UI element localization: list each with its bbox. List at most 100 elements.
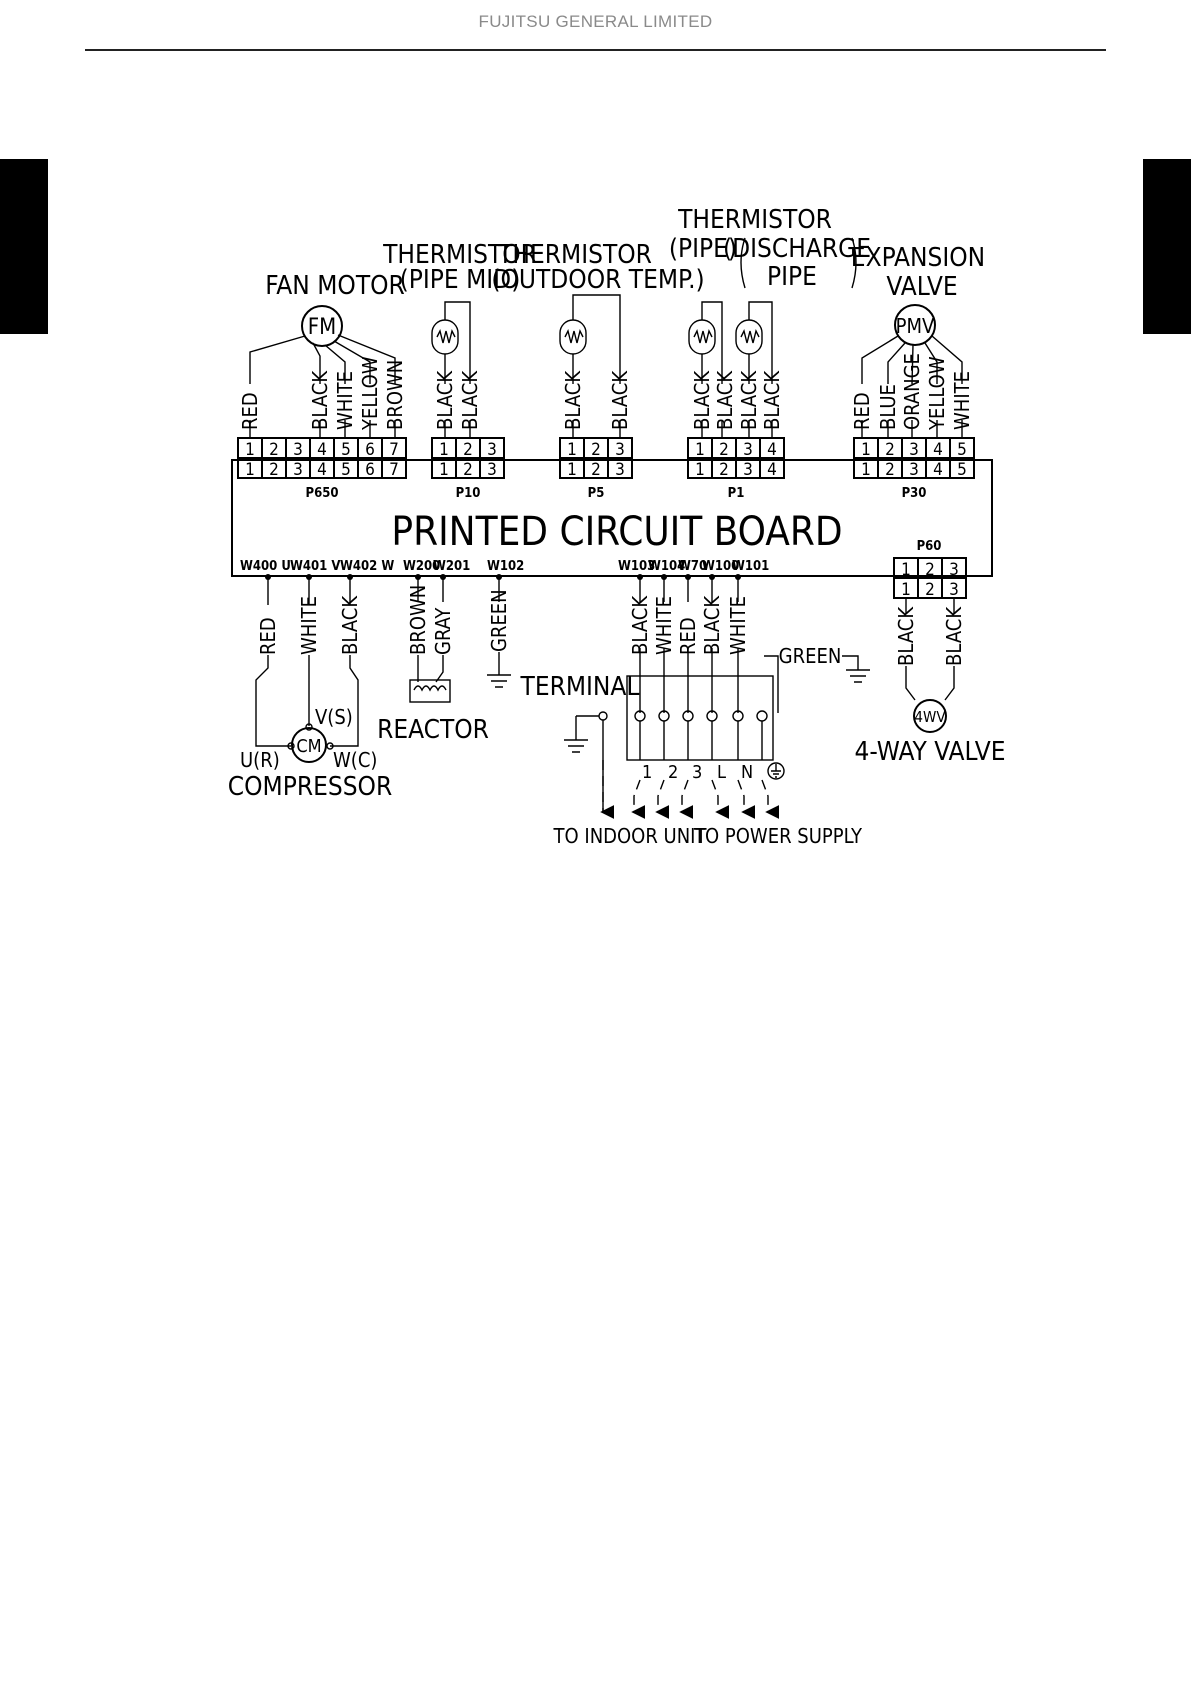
p5-wire-black: BLACK	[561, 370, 585, 430]
p10-pin: 1	[439, 460, 449, 480]
p5-pin: 2	[591, 440, 601, 460]
connector-label-p650: P650	[306, 486, 339, 501]
terminal-ground-wire-green: GREEN	[779, 644, 842, 668]
thermistor-discharge-pipe-label: PIPE	[767, 262, 817, 292]
terminal-1: 1	[642, 762, 652, 783]
p30-wire-orange: ORANGE	[900, 353, 924, 430]
compressor-wire-white: WHITE	[297, 596, 321, 655]
thermistor-discharge-label: (DISCHARGE	[723, 234, 871, 264]
terminal-wire-white: WHITE	[726, 596, 750, 655]
terminal-wire-white: WHITE	[652, 596, 676, 655]
p650-pin: 4	[317, 440, 327, 460]
point-w102: W102	[487, 559, 524, 574]
connector-label-p60: P60	[917, 539, 942, 554]
p30-pin: 4	[933, 460, 943, 480]
terminal-wire-black: BLACK	[628, 595, 652, 655]
left-section-tab	[0, 159, 48, 334]
terminal-2: 2	[668, 762, 678, 783]
to-power-supply-label: TO POWER SUPPLY	[693, 824, 863, 848]
compressor-label: COMPRESSOR	[228, 772, 392, 802]
four-way-valve-label: 4-WAY VALVE	[855, 737, 1006, 767]
p5-wire-black: BLACK	[608, 370, 632, 430]
p1-wire-black: BLACK	[760, 370, 784, 430]
fan-wire-black: BLACK	[308, 370, 332, 430]
p60-pin: 3	[949, 560, 959, 580]
p650-pin: 3	[293, 440, 303, 460]
p60-pin: 2	[925, 560, 935, 580]
compressor-wire-black: BLACK	[338, 595, 362, 655]
thermistor-outdoor-symbol	[559, 294, 621, 384]
p5-pin: 3	[615, 440, 625, 460]
p650-pin: 2	[269, 440, 279, 460]
p1-wire-black: BLACK	[690, 370, 714, 430]
p650-pin: 2	[269, 460, 279, 480]
point-w401: W401 V	[290, 559, 340, 574]
p650-pin: 3	[293, 460, 303, 480]
terminal-wire-black: BLACK	[700, 595, 724, 655]
page-header: FUJITSU GENERAL LIMITED	[478, 12, 713, 31]
p650-pin: 7	[389, 440, 399, 460]
terminal-l: L	[717, 762, 726, 783]
p650-pin: 6	[365, 460, 375, 480]
p30-pin: 3	[909, 440, 919, 460]
connector-p650	[237, 437, 407, 479]
p1-pin: 2	[719, 440, 729, 460]
thermistor-pipe-mid-title: THERMISTOR	[382, 240, 537, 270]
point-w200: W200	[403, 559, 440, 574]
p10-pin: 3	[487, 460, 497, 480]
terminal-block	[626, 675, 774, 761]
earth-ground-icon	[767, 762, 785, 780]
p30-pin: 5	[957, 460, 967, 480]
p30-pin: 3	[909, 460, 919, 480]
p5-pin: 1	[567, 440, 577, 460]
expansion-valve-subtitle: VALVE	[886, 272, 957, 302]
p30-pin: 1	[861, 460, 871, 480]
p30-pin: 1	[861, 440, 871, 460]
expansion-valve-symbol-text: PMV	[896, 314, 935, 338]
connector-label-p1: P1	[728, 486, 745, 501]
terminal-3: 3	[692, 762, 702, 783]
p10-pin: 1	[439, 440, 449, 460]
reactor-wire-brown: BROWN	[406, 585, 430, 655]
connector-label-p30: P30	[902, 486, 927, 501]
connector-p5	[559, 437, 633, 479]
p30-pin: 2	[885, 440, 895, 460]
fan-wire-yellow: YELLOW	[358, 356, 382, 431]
p5-pin: 3	[615, 460, 625, 480]
p1-wire-black: BLACK	[713, 370, 737, 430]
pcb-label: PRINTED CIRCUIT BOARD	[391, 509, 842, 555]
p1-pin: 2	[719, 460, 729, 480]
p60-wire-black: BLACK	[894, 606, 918, 666]
reactor-symbol	[409, 679, 451, 703]
terminal-label: TERMINAL	[520, 672, 640, 702]
point-w70: W70	[678, 559, 707, 574]
thermistor-pipe-symbol	[688, 301, 723, 384]
thermistor-outdoor-subtitle: (OUTDOOR TEMP.)	[491, 265, 704, 295]
point-w101: W101	[732, 559, 769, 574]
p30-pin: 2	[885, 460, 895, 480]
connector-p60	[893, 557, 967, 599]
p30-wire-yellow: YELLOW	[925, 356, 949, 431]
right-section-tab	[1143, 159, 1191, 334]
p1-pin: 4	[767, 460, 777, 480]
p60-pin: 1	[901, 580, 911, 600]
connector-label-p10: P10	[456, 486, 481, 501]
p1-pin: 4	[767, 440, 777, 460]
p60-pin: 3	[949, 580, 959, 600]
point-w103: W103	[618, 559, 655, 574]
p650-pin: 1	[245, 440, 255, 460]
p10-pin: 3	[487, 440, 497, 460]
fan-wire-brown: BROWN	[383, 360, 407, 430]
p650-pin: 7	[389, 460, 399, 480]
compressor-terminal-w: W(C)	[333, 748, 377, 772]
connector-p1	[687, 437, 785, 479]
p10-pin: 2	[463, 460, 473, 480]
p60-pin: 2	[925, 580, 935, 600]
point-w104: W104	[648, 559, 685, 574]
p1-pin: 1	[695, 440, 705, 460]
four-way-valve-symbol	[913, 699, 947, 733]
p5-pin: 2	[591, 460, 601, 480]
compressor-wire-red: RED	[256, 617, 280, 655]
connector-p10	[431, 437, 505, 479]
thermistor-pipe-mid-subtitle: (PIPE MID)	[400, 265, 521, 295]
